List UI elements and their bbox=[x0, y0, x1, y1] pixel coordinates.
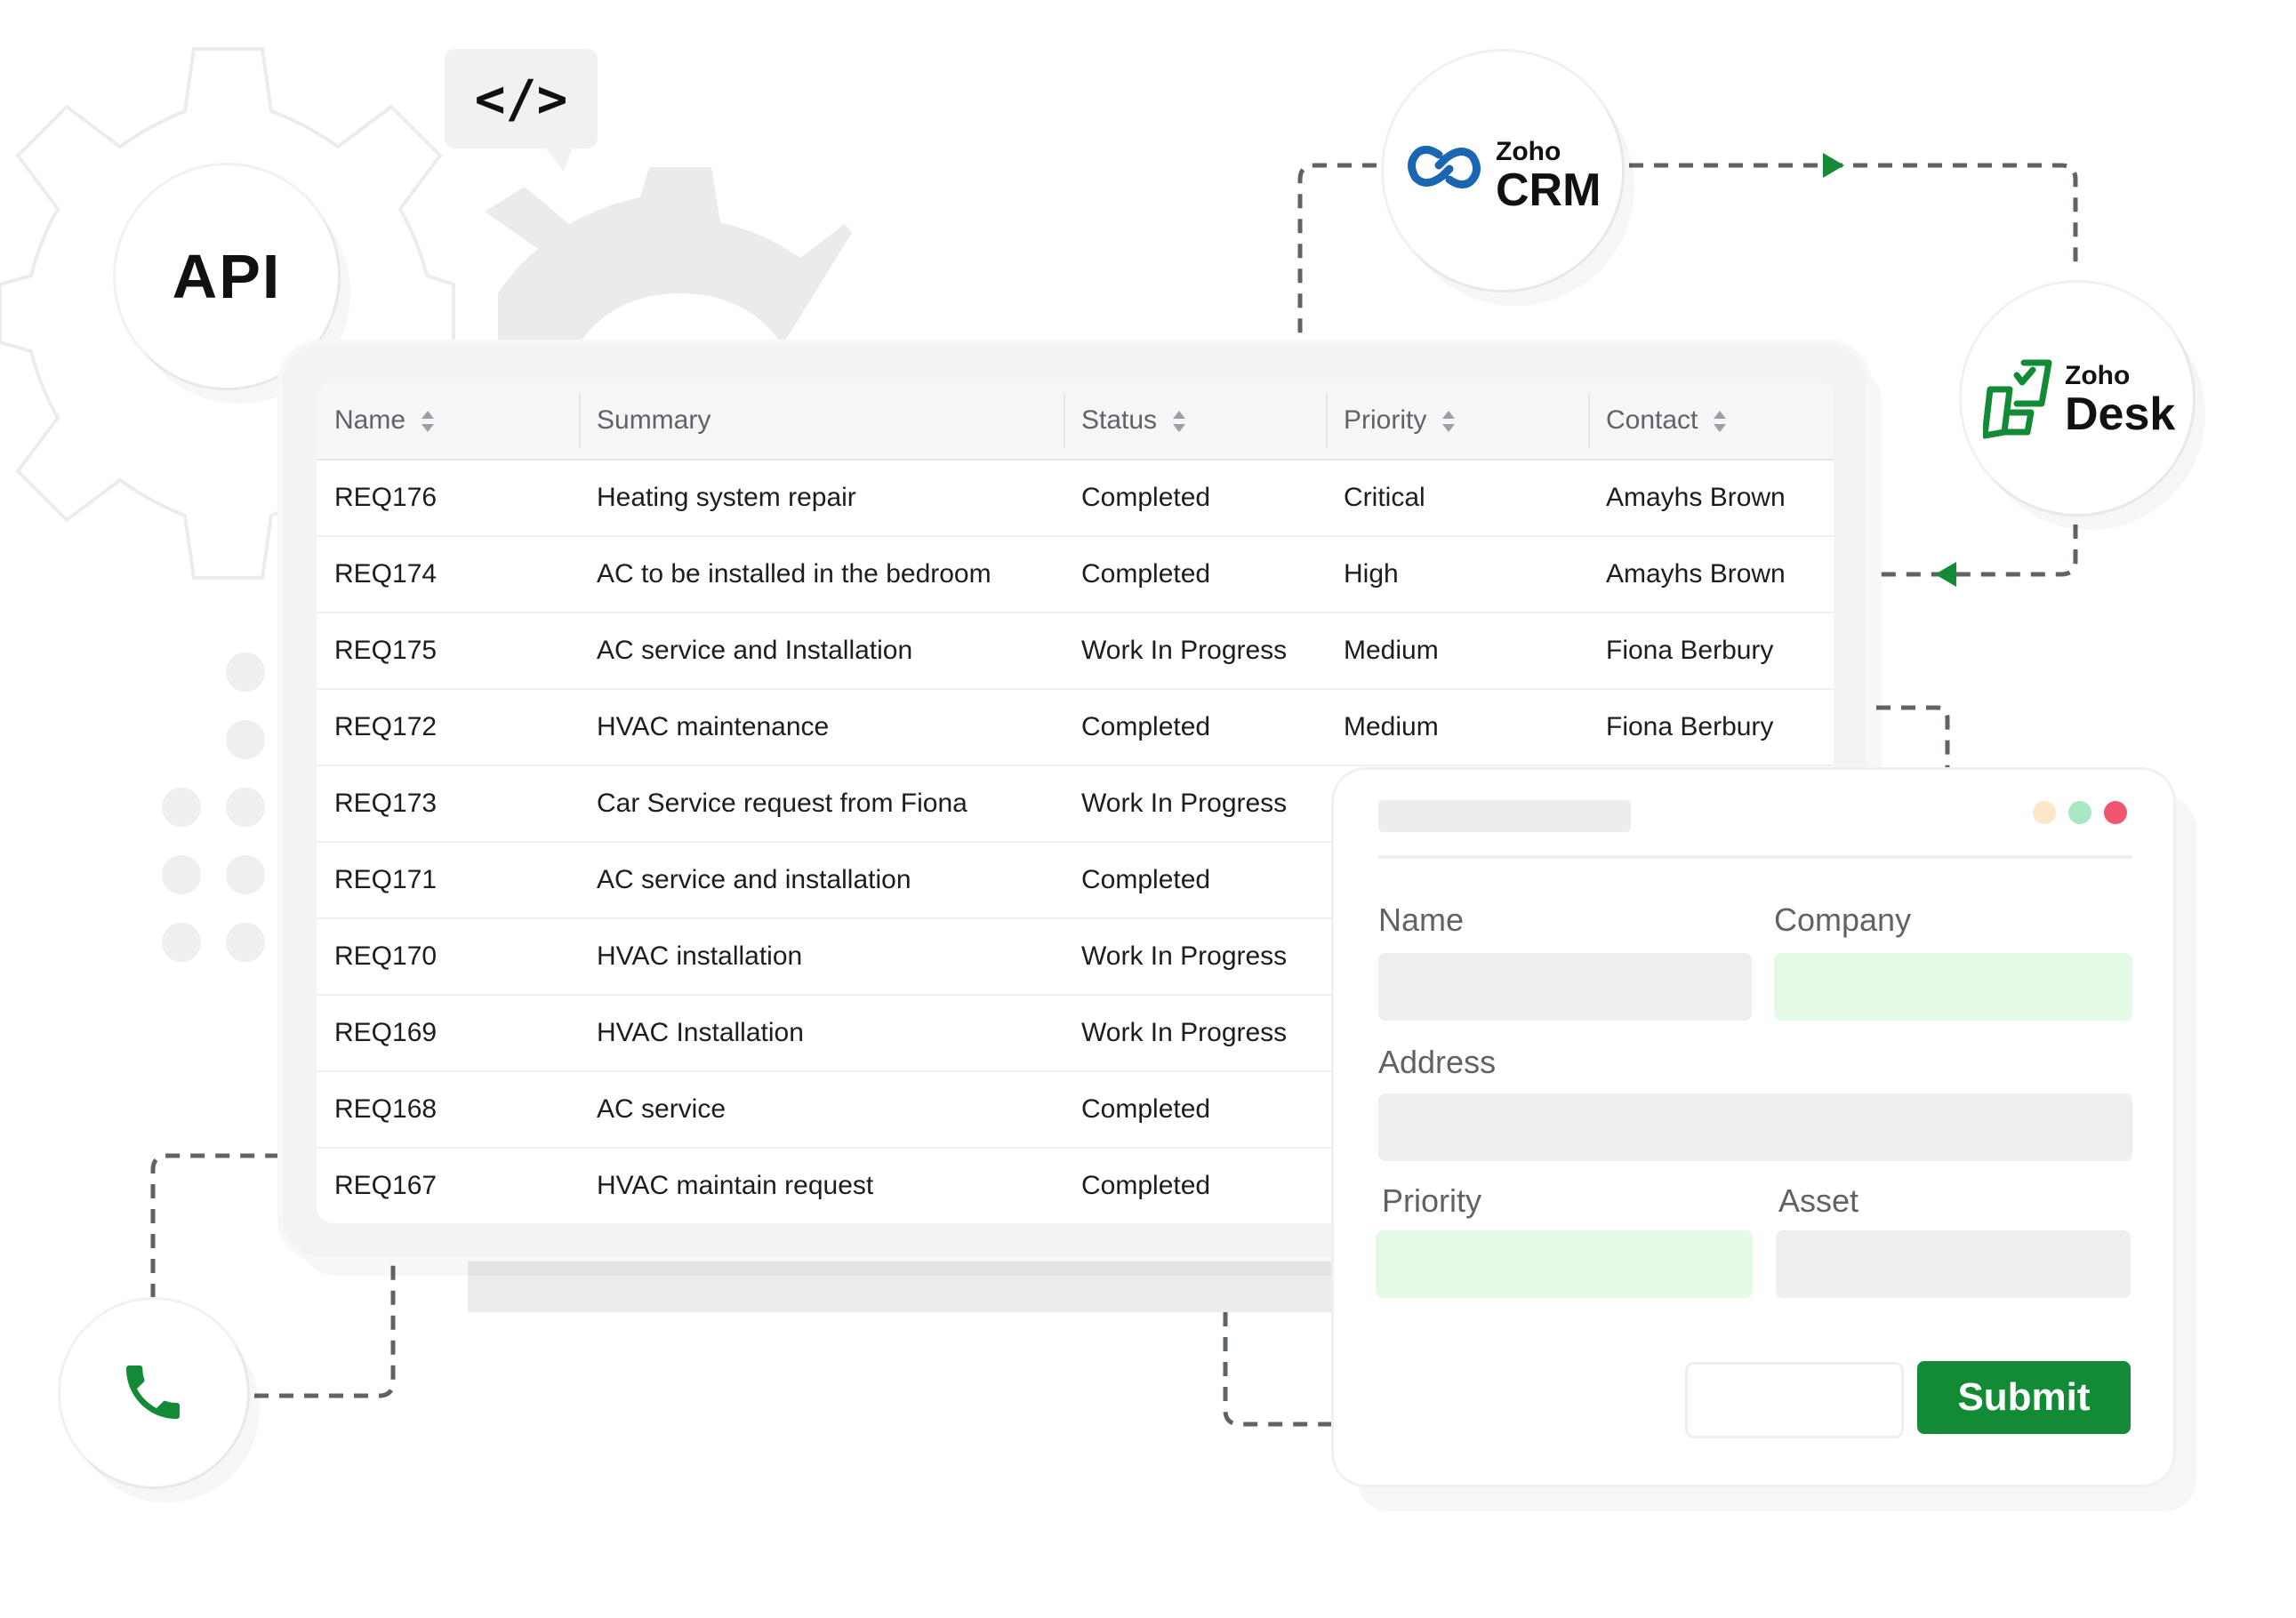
phone-icon bbox=[126, 1366, 180, 1419]
sort-icon[interactable] bbox=[1714, 411, 1727, 433]
cell-contact: Amayhs Brown bbox=[1588, 536, 1834, 613]
sort-icon[interactable] bbox=[1173, 411, 1186, 433]
window-dot-yellow[interactable] bbox=[2033, 801, 2056, 824]
connector-crm-to-desk bbox=[1629, 163, 2078, 267]
cell-name: REQ173 bbox=[317, 765, 579, 843]
form-title-placeholder bbox=[1378, 800, 1631, 832]
connector-phone-bottom bbox=[254, 1256, 396, 1398]
zoho-crm-bubble: Zoho CRM bbox=[1384, 52, 1622, 290]
cell-summary: HVAC maintain request bbox=[597, 1171, 874, 1200]
cell-priority: Medium bbox=[1326, 613, 1588, 690]
cell-contact: Amayhs Brown bbox=[1588, 460, 1834, 537]
form-divider bbox=[1378, 855, 2132, 859]
gear-icon bbox=[485, 167, 852, 345]
priority-label: Priority bbox=[1382, 1182, 1482, 1219]
table-row[interactable]: REQ171 AC service and installation Compl… bbox=[317, 842, 1834, 919]
cell-summary: AC service and installation bbox=[579, 842, 1064, 919]
cell-status: Completed bbox=[1064, 842, 1326, 919]
zoho-crm-icon bbox=[1408, 146, 1481, 188]
cell-priority: Medium bbox=[1326, 689, 1588, 766]
cell-status: Completed bbox=[1064, 460, 1326, 537]
cell-summary: HVAC maintenance bbox=[579, 689, 1064, 766]
cancel-button[interactable] bbox=[1685, 1362, 1904, 1438]
priority-field[interactable] bbox=[1376, 1230, 1753, 1298]
table-row[interactable]: REQ176 Heating system repair Completed C… bbox=[317, 460, 1834, 537]
cell-status: Completed bbox=[1064, 689, 1326, 766]
cell-summary: AC to be installed in the bedroom bbox=[579, 536, 1064, 613]
code-icon: </> bbox=[445, 49, 598, 172]
sort-icon[interactable] bbox=[421, 411, 435, 433]
cell-name: REQ174 bbox=[317, 536, 579, 613]
desk-brand: Zoho bbox=[2065, 361, 2131, 390]
table-row[interactable]: REQ174 AC to be installed in the bedroom… bbox=[317, 536, 1834, 613]
cell-name: REQ167 bbox=[334, 1171, 438, 1200]
connector-table-to-form bbox=[1876, 705, 1950, 770]
cell-summary: Heating system repair bbox=[579, 460, 1064, 537]
cell-name: REQ175 bbox=[317, 613, 579, 690]
phone-bubble bbox=[60, 1300, 247, 1486]
window-dot-red[interactable] bbox=[2104, 801, 2127, 824]
table-row[interactable]: REQ172 HVAC maintenance Completed Medium… bbox=[317, 689, 1834, 766]
column-header-priority[interactable]: Priority bbox=[1326, 382, 1588, 461]
submit-button[interactable]: Submit bbox=[1917, 1361, 2131, 1434]
cell-name: REQ176 bbox=[317, 460, 579, 537]
table-row[interactable]: REQ175 AC service and Installation Work … bbox=[317, 613, 1834, 690]
cell-summary: AC service bbox=[579, 1071, 1064, 1149]
cell-name: REQ168 bbox=[317, 1071, 579, 1149]
code-label: </> bbox=[474, 68, 568, 129]
cell-name: REQ172 bbox=[317, 689, 579, 766]
cell-summary: HVAC installation bbox=[579, 918, 1064, 996]
cell-summary: HVAC Installation bbox=[579, 995, 1064, 1072]
sort-icon[interactable] bbox=[1442, 411, 1456, 433]
arrow-right-icon bbox=[1823, 153, 1844, 178]
connector-desk-to-table bbox=[1876, 525, 2078, 577]
window-dot-green[interactable] bbox=[2068, 801, 2091, 824]
connector-table-to-form-bottom bbox=[1223, 1312, 1334, 1427]
cell-status: Work In Progress bbox=[1064, 613, 1326, 690]
cell-summary: AC service and Installation bbox=[579, 613, 1064, 690]
cell-status: Work In Progress bbox=[1064, 918, 1326, 996]
api-label: API bbox=[172, 242, 282, 311]
crm-brand: Zoho bbox=[1496, 137, 1561, 166]
dot-grid bbox=[162, 653, 265, 962]
table-header-row: Name Summary Status Priority Contact bbox=[317, 382, 1834, 461]
cell-priority: High bbox=[1326, 536, 1588, 613]
request-form: Name Company Address Priority Asset Subm… bbox=[1334, 770, 2173, 1485]
cell-contact: Fiona Berbury bbox=[1588, 689, 1834, 766]
column-header-status[interactable]: Status bbox=[1064, 382, 1326, 461]
submit-label: Submit bbox=[1957, 1375, 2091, 1419]
cell-status: Work In Progress bbox=[1064, 995, 1326, 1072]
cell-status: Work In Progress bbox=[1064, 765, 1326, 843]
cell-contact: Fiona Berbury bbox=[1588, 613, 1834, 690]
connector-phone-to-table bbox=[150, 1153, 283, 1298]
cell-name: REQ169 bbox=[317, 995, 579, 1072]
column-header-summary[interactable]: Summary bbox=[579, 382, 1064, 461]
cell-status: Completed bbox=[1081, 1171, 1211, 1200]
zoho-desk-icon bbox=[1983, 359, 2052, 439]
company-label: Company bbox=[1774, 901, 1912, 938]
cell-name: REQ170 bbox=[317, 918, 579, 996]
arrow-left-icon bbox=[1935, 562, 1956, 587]
column-header-contact[interactable]: Contact bbox=[1588, 382, 1834, 461]
address-label: Address bbox=[1378, 1044, 1497, 1080]
table-row[interactable]: REQ167 HVAC maintain request Completed bbox=[317, 1148, 1834, 1223]
cell-priority: Critical bbox=[1326, 460, 1588, 537]
cell-status: Completed bbox=[1064, 1071, 1326, 1149]
name-field[interactable] bbox=[1378, 953, 1752, 1021]
cell-name: REQ171 bbox=[317, 842, 579, 919]
cell-status: Completed bbox=[1064, 536, 1326, 613]
asset-field[interactable] bbox=[1776, 1230, 2131, 1298]
company-field[interactable] bbox=[1774, 953, 2132, 1021]
desk-product: Desk bbox=[2065, 388, 2176, 440]
connector-crm-to-table bbox=[1297, 163, 1377, 334]
cell-summary: Car Service request from Fiona bbox=[579, 765, 1064, 843]
asset-label: Asset bbox=[1778, 1182, 1859, 1219]
crm-product: CRM bbox=[1496, 164, 1602, 216]
address-field[interactable] bbox=[1378, 1093, 2132, 1161]
name-label: Name bbox=[1378, 901, 1465, 938]
column-header-name[interactable]: Name bbox=[317, 382, 579, 461]
zoho-desk-bubble: Zoho Desk bbox=[1962, 283, 2193, 514]
